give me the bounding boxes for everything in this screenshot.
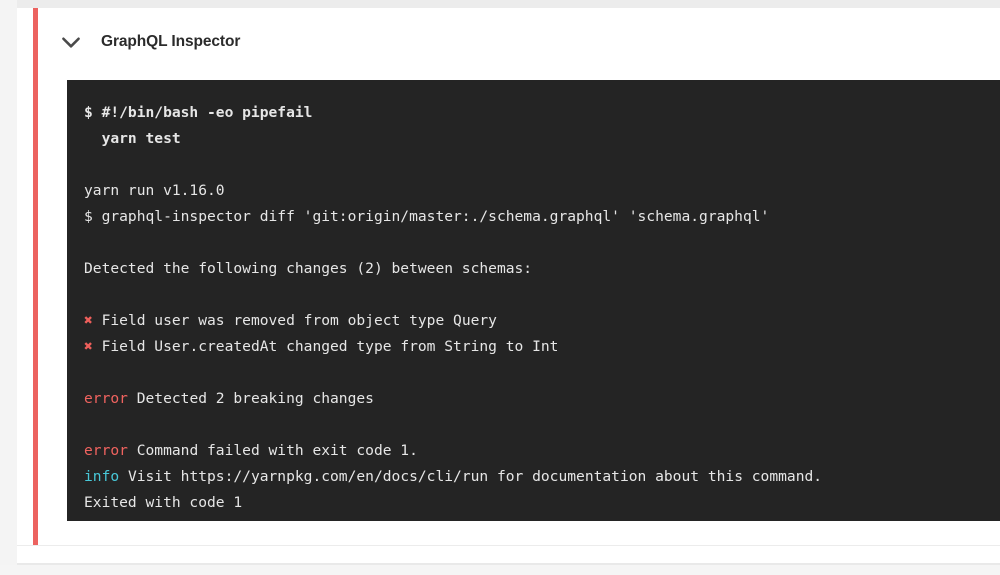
terminal-line-cmd-shebang: $ #!/bin/bash -eo pipefail <box>84 100 1000 126</box>
page-background-bottom-band <box>0 565 1000 575</box>
page-background-top-band <box>0 0 1000 8</box>
terminal-line-exited-with-code: Exited with code 1 <box>84 490 1000 516</box>
terminal-text: Field User.createdAt changed type from S… <box>92 338 559 355</box>
chevron-down-icon[interactable] <box>58 29 84 55</box>
terminal-text: Command failed with exit code 1. <box>127 442 418 459</box>
status-accent-bar <box>33 8 38 545</box>
terminal-line-cmd-inspector-diff: $ graphql-inspector diff 'git:origin/mas… <box>84 204 1000 230</box>
terminal-text: yarn test <box>84 130 181 147</box>
terminal-output[interactable]: $ #!/bin/bash -eo pipefail yarn test yar… <box>67 80 1000 521</box>
build-log-card: GraphQL Inspector $ #!/bin/bash -eo pipe… <box>17 8 1000 563</box>
terminal-line-blank-2 <box>84 230 1000 256</box>
terminal-line-error-breaking-changes: error Detected 2 breaking changes <box>84 386 1000 412</box>
terminal-line-blank-4 <box>84 360 1000 386</box>
terminal-line-change-1: ✖ Field user was removed from object typ… <box>84 308 1000 334</box>
terminal-line-info-visit-docs: info Visit https://yarnpkg.com/en/docs/c… <box>84 464 1000 490</box>
error-token: error <box>84 390 128 407</box>
terminal-text <box>84 416 93 433</box>
terminal-text <box>84 286 93 303</box>
terminal-line-blank-5 <box>84 412 1000 438</box>
card-footer-spacer <box>17 546 1000 563</box>
terminal-text: Visit https://yarnpkg.com/en/docs/cli/ru… <box>119 468 823 485</box>
page-title: GraphQL Inspector <box>101 33 241 50</box>
terminal-line-blank-1 <box>84 152 1000 178</box>
card-divider <box>17 545 1000 546</box>
info-token: info <box>84 468 120 485</box>
terminal-line-blank-3 <box>84 282 1000 308</box>
terminal-line-error-command-failed: error Command failed with exit code 1. <box>84 438 1000 464</box>
terminal-text <box>84 156 93 173</box>
terminal-text: Detected 2 breaking changes <box>127 390 374 407</box>
error-token: error <box>84 442 128 459</box>
terminal-text: Field user was removed from object type … <box>92 312 497 329</box>
page-background-left-gutter <box>0 0 17 575</box>
terminal-line-cmd-yarn-test: yarn test <box>84 126 1000 152</box>
terminal-line-change-2: ✖ Field User.createdAt changed type from… <box>84 334 1000 360</box>
terminal-text: Exited with code 1 <box>84 494 243 511</box>
terminal-line-yarn-version: yarn run v1.16.0 <box>84 178 1000 204</box>
terminal-text: $ graphql-inspector diff 'git:origin/mas… <box>84 208 770 225</box>
terminal-line-detected-changes: Detected the following changes (2) betwe… <box>84 256 1000 282</box>
cross-mark-icon: ✖ <box>84 312 93 329</box>
terminal-text <box>84 364 93 381</box>
terminal-text: Detected the following changes (2) betwe… <box>84 260 533 277</box>
cross-mark-icon: ✖ <box>84 338 93 355</box>
terminal-text: yarn run v1.16.0 <box>84 182 225 199</box>
page-bottom-divider <box>17 563 1000 565</box>
log-card-header[interactable]: GraphQL Inspector <box>17 8 1000 76</box>
terminal-text: $ #!/bin/bash -eo pipefail <box>84 104 313 121</box>
terminal-text <box>84 234 93 251</box>
